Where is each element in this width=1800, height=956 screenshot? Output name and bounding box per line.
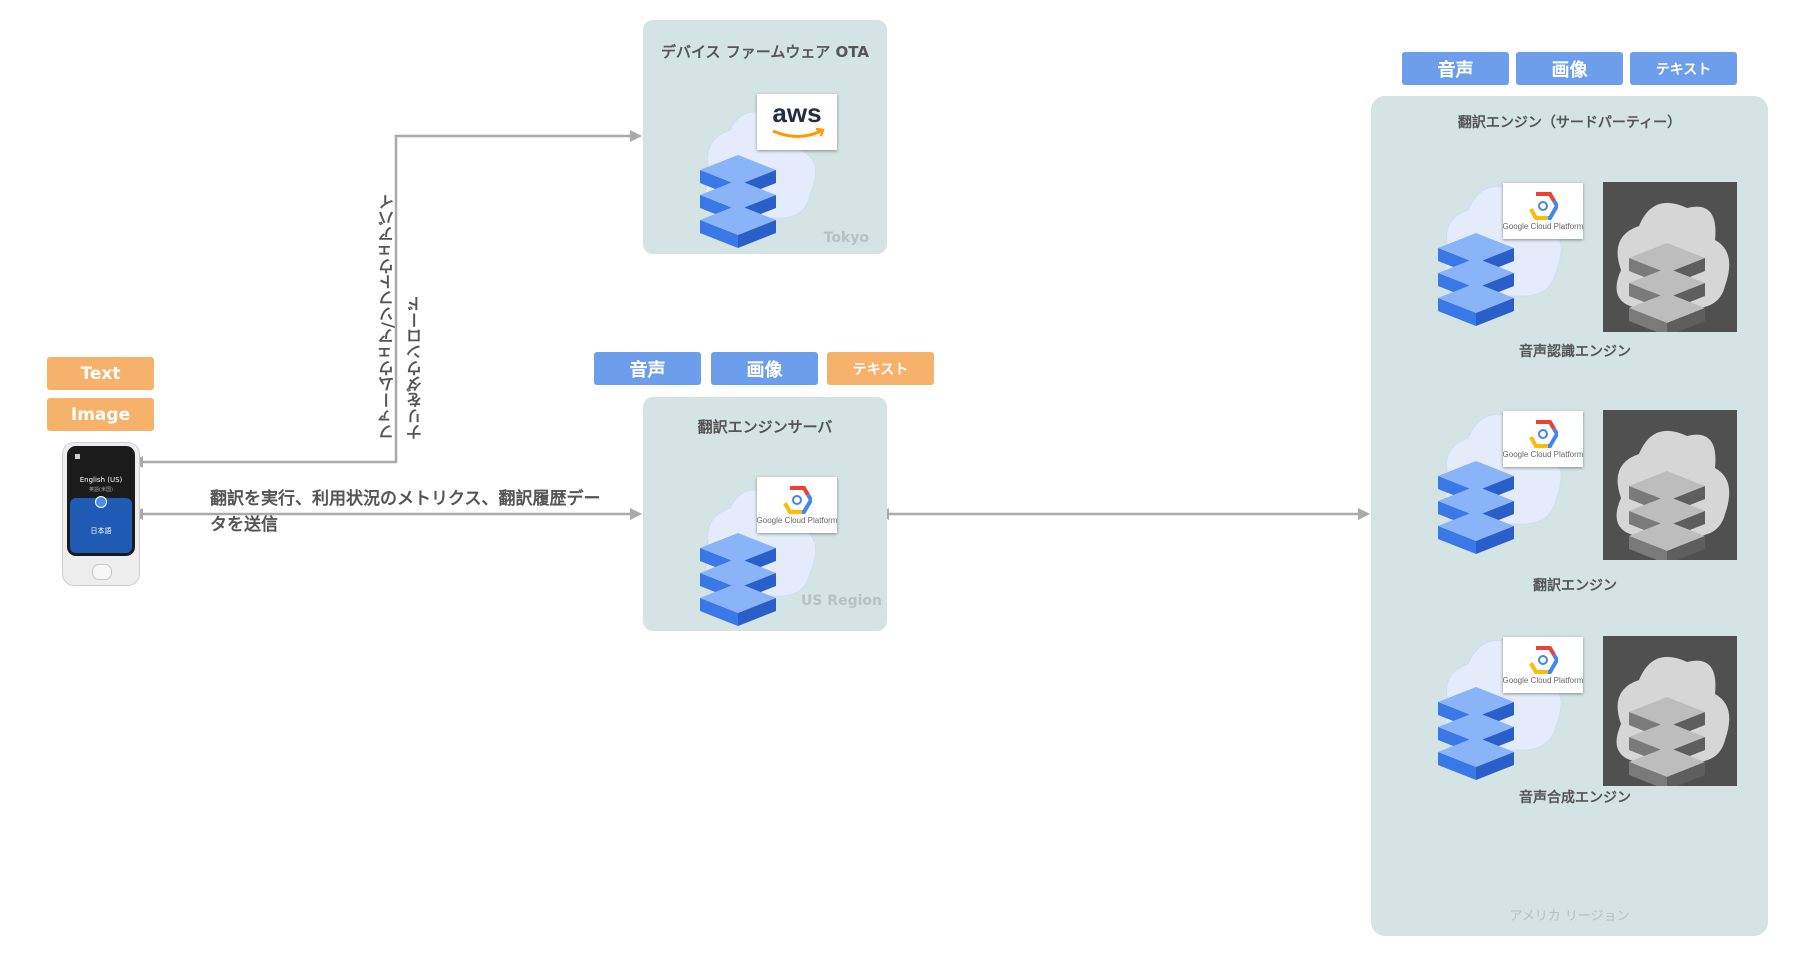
engine-server-title: 翻訳エンジンサーバ	[697, 418, 833, 436]
gray-server-cloud-icon	[1616, 656, 1730, 790]
aws-smile-icon	[772, 128, 825, 138]
server-tag-voice: 音声	[594, 352, 701, 385]
ota-panel-title: デバイス ファームウェア OTA	[661, 43, 869, 61]
engine-gcp-badge-2: Google Cloud Platform	[1503, 637, 1583, 693]
translator-device: English (US) 英語(米国) 日本語	[62, 442, 140, 586]
engine-gcp-badge-0: Google Cloud Platform	[1503, 183, 1583, 239]
gcp-hexagon-icon	[1528, 645, 1558, 674]
firmware-download-arrow	[131, 130, 642, 468]
engine-label-0: 音声認識エンジン	[1519, 344, 1631, 360]
gray-server-cloud-icon	[1616, 430, 1730, 564]
engine-server-gcp-badge: Google Cloud Platform	[757, 477, 837, 533]
engine-gcp-badge-1: Google Cloud Platform	[1503, 411, 1583, 467]
gcp-hexagon-icon	[1528, 419, 1558, 448]
engine-server-region-label: US Region	[800, 593, 882, 609]
thirdparty-engine-title: 翻訳エンジン（サードパーティー）	[1457, 115, 1682, 131]
device-screen-button: 日本語	[90, 527, 112, 535]
translate-label-line1: 翻訳を実行、利用状況のメトリクス、翻訳履歴デー	[210, 489, 601, 509]
translate-label: 翻訳を実行、利用状況のメトリクス、翻訳履歴デー タを送信	[210, 486, 650, 538]
engine-gcp-text-1: Google Cloud Platform	[1502, 449, 1584, 459]
gcp-hexagon-icon	[782, 485, 812, 514]
server-tag-image: 画像	[711, 352, 818, 385]
firmware-label-line2: ナリをダウンロード	[406, 296, 425, 440]
engine-gcp-text-2: Google Cloud Platform	[1502, 675, 1584, 685]
ota-server-stack	[700, 155, 776, 248]
server-tag-text: テキスト	[827, 352, 934, 385]
engine-gcp-text-0: Google Cloud Platform	[1502, 221, 1584, 231]
ota-region-label: Tokyo	[823, 230, 869, 246]
engine-label-1: 翻訳エンジン	[1533, 578, 1617, 594]
thirdparty-tag-text: テキスト	[1630, 52, 1737, 85]
device-tag-image: Image	[47, 398, 154, 431]
device-home-button	[92, 564, 112, 580]
thirdparty-tag-voice: 音声	[1402, 52, 1509, 85]
device-screen-sub: 英語(米国)	[89, 487, 113, 493]
device-status-icon	[75, 454, 80, 459]
aws-logo-badge: aws	[757, 94, 837, 150]
dark-server-panel-2	[1603, 636, 1737, 790]
thirdparty-region-label: アメリカ リージョン	[1509, 909, 1630, 924]
gray-server-cloud-icon	[1616, 202, 1730, 336]
engine-server-gcp-text: Google Cloud Platform	[756, 515, 838, 525]
gcp-hexagon-icon	[1528, 191, 1558, 220]
device-screen: English (US) 英語(米国) 日本語	[67, 446, 135, 556]
aws-logo-text: aws	[772, 98, 822, 128]
device-tag-text: Text	[47, 357, 154, 390]
thirdparty-tag-image: 画像	[1516, 52, 1623, 85]
device-screen-language: English (US)	[79, 476, 123, 484]
dark-server-panel-0	[1603, 182, 1737, 336]
device-swap-icon	[95, 496, 107, 508]
engine-label-2: 音声合成エンジン	[1519, 790, 1631, 806]
firmware-label-line1: ファームウェア/ソフトウェアバイ	[378, 194, 397, 440]
engine-server-stack	[700, 533, 776, 626]
dark-server-panel-1	[1603, 410, 1737, 564]
translate-label-line2: タを送信	[210, 515, 278, 535]
